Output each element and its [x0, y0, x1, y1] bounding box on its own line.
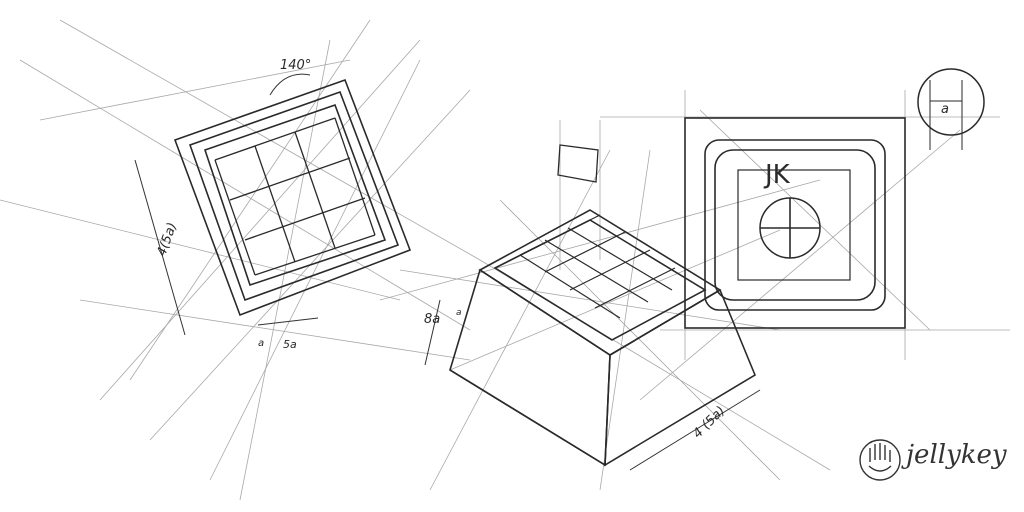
left-keycap-sketch [173, 78, 412, 317]
right-keycap-sketch [684, 68, 985, 329]
hand-icon [859, 439, 901, 481]
construction-lines [0, 19, 1010, 501]
keycap-legend: JK [765, 160, 790, 190]
middle-height-annotation: 8a [424, 312, 441, 327]
angle-annotation: 140° [280, 58, 312, 73]
middle-keycap-sketch [449, 144, 757, 467]
left-dimension-lines [134, 73, 319, 336]
middle-a-annotation: a [456, 308, 462, 318]
brand-logo-text: jellykey [906, 440, 1007, 470]
detail-circle-annotation: a [941, 102, 949, 117]
left-a-annotation: a [258, 338, 265, 349]
middle-dimension-lines [424, 299, 761, 471]
left-5a-annotation: 5a [283, 338, 297, 351]
